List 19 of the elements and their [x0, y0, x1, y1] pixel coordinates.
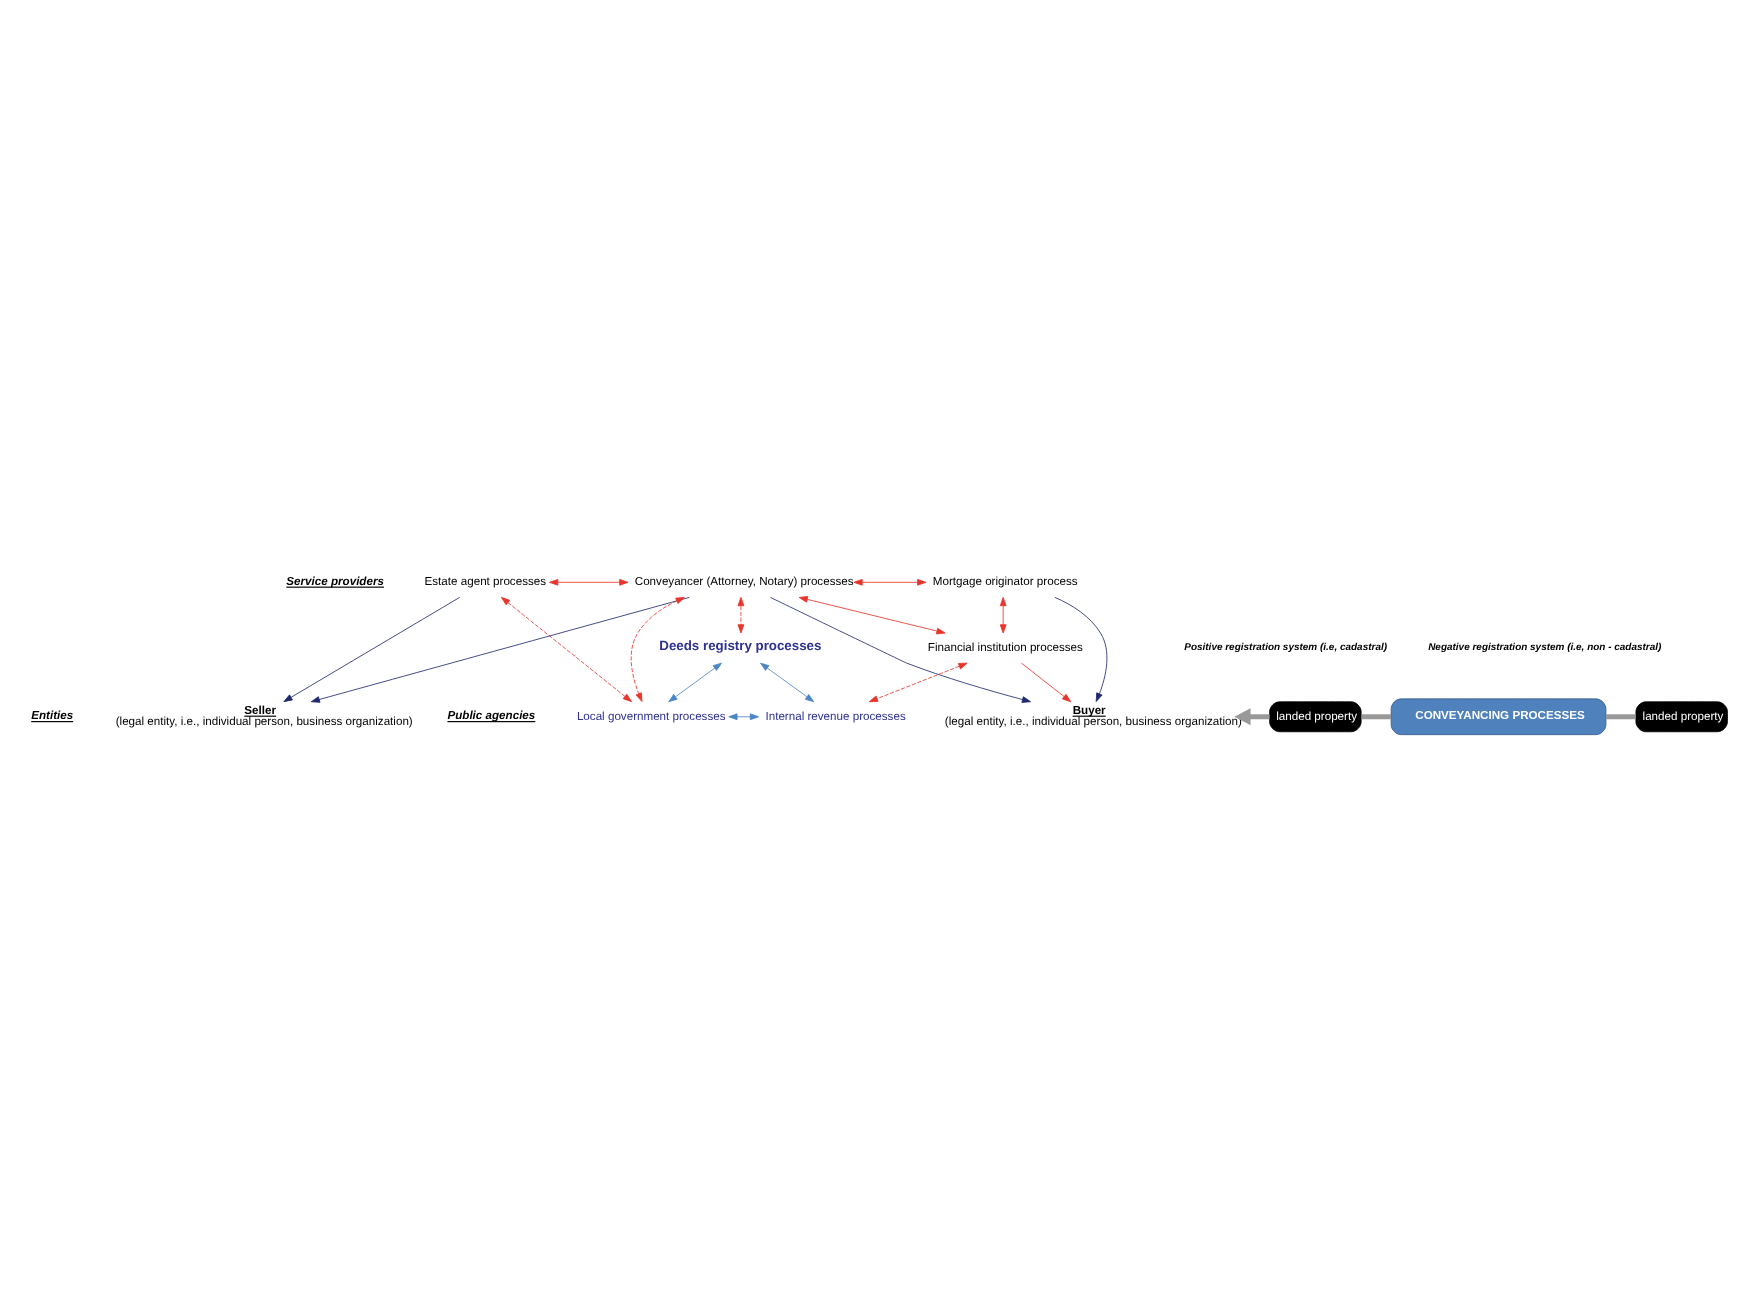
arrow	[760, 661, 815, 702]
arrow	[999, 595, 1007, 633]
arrow	[668, 661, 722, 702]
arrow	[770, 596, 1032, 702]
arrow	[798, 595, 946, 634]
arrow	[1054, 595, 1108, 702]
arrow	[549, 578, 629, 585]
arrow	[737, 595, 745, 633]
arrow	[630, 595, 685, 701]
arrow	[728, 712, 759, 720]
arrow	[1234, 707, 1270, 725]
arrow	[853, 578, 927, 585]
arrow	[868, 661, 968, 702]
connector	[1361, 713, 1391, 719]
connector	[1606, 713, 1636, 719]
arrow	[283, 595, 461, 702]
arrow	[310, 595, 690, 702]
arrow	[501, 595, 632, 702]
arrow	[1020, 661, 1072, 702]
